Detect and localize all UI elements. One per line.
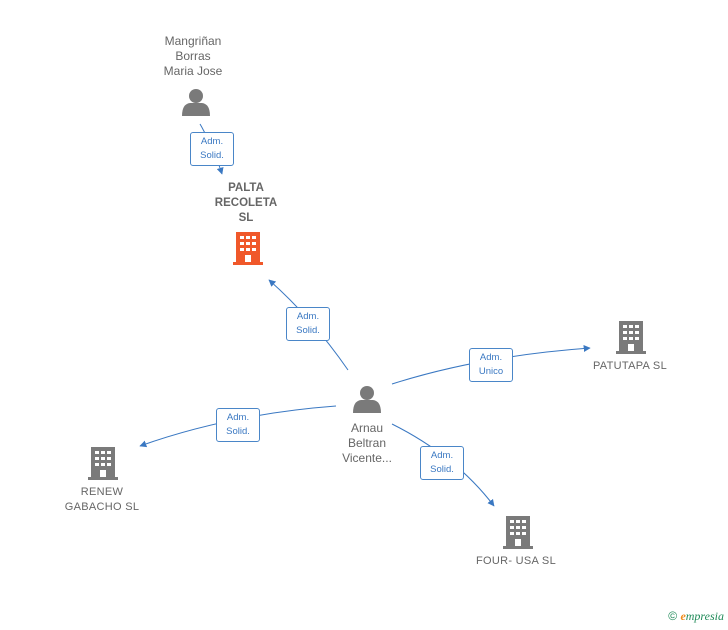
edge-label-mangrinan-palta[interactable]: Adm. Solid. [190, 132, 234, 166]
footer-brand[interactable]: © empresia [668, 609, 724, 624]
building-icon[interactable] [88, 447, 118, 480]
brand-logo: empresia [680, 609, 724, 623]
node-label-patutapa[interactable]: PATUTAPA SL [592, 360, 667, 372]
building-icon[interactable] [616, 321, 646, 354]
edge-label-arnau-palta[interactable]: Adm. Solid. [286, 307, 330, 341]
edge-label-arnau-fourusa[interactable]: Adm. Solid. [420, 446, 464, 480]
node-label-palta[interactable]: PALTA RECOLETA SL [214, 182, 278, 224]
building-icon[interactable] [503, 516, 533, 549]
edge-label-arnau-patutapa[interactable]: Adm. Unico [469, 348, 513, 382]
node-label-arnau[interactable]: Arnau Beltran Vicente... [342, 421, 392, 465]
person-icon[interactable] [182, 89, 210, 116]
edge-label-arnau-renew[interactable]: Adm. Solid. [216, 408, 260, 442]
person-icon[interactable] [353, 386, 381, 413]
copyright-icon: © [668, 609, 678, 623]
node-label-mangrinan[interactable]: Mangriñan Borras Maria Jose [163, 34, 223, 78]
building-icon[interactable] [233, 232, 263, 265]
node-label-fourusa[interactable]: FOUR- USA SL [475, 555, 556, 567]
node-label-renew[interactable]: RENEW GABACHO SL [64, 486, 140, 513]
